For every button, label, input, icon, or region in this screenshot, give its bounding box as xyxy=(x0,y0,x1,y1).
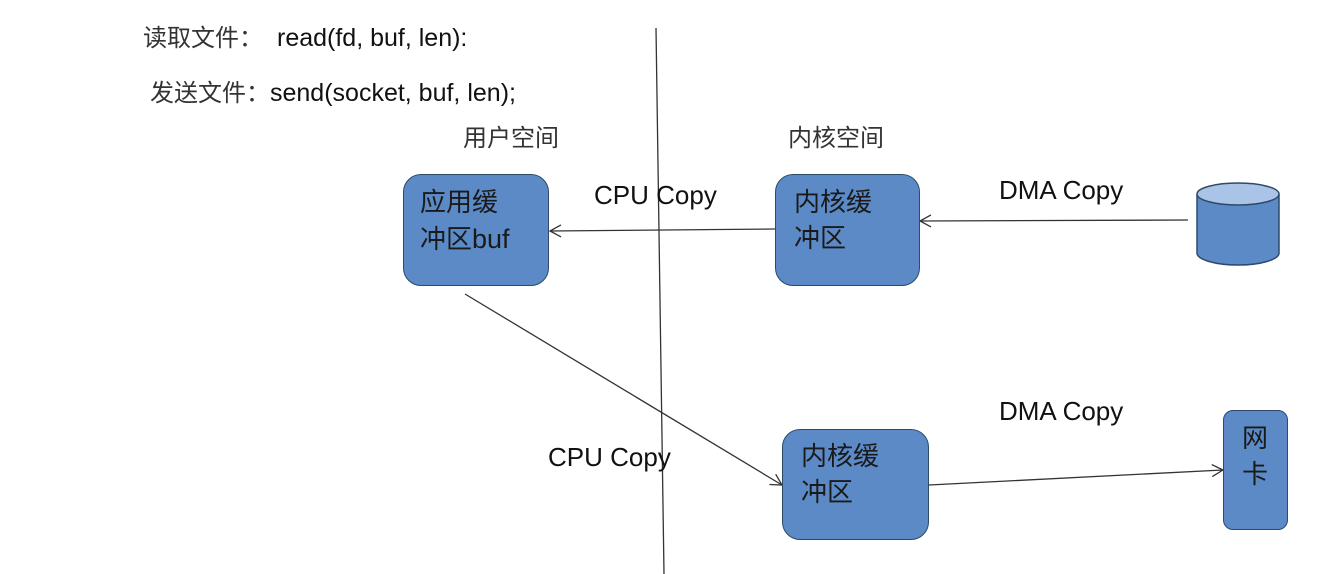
app-buffer-line1: 应用缓 xyxy=(420,188,499,218)
arrow-app-to-kernel-send xyxy=(464,293,784,486)
kernel-buffer-send-box: 内核缓 冲区 xyxy=(782,429,929,540)
user-kernel-boundary-line xyxy=(655,27,665,574)
nic-line2: 卡 xyxy=(1242,460,1269,490)
user-space-label: 用户空间 xyxy=(463,124,559,152)
app-buffer-line2: 冲区buf xyxy=(420,221,510,258)
kernel-buffer-read-line1: 内核缓 xyxy=(794,188,873,218)
read-dma-copy-label: DMA Copy xyxy=(999,175,1124,205)
kernel-buffer-send-line1: 内核缓 xyxy=(801,442,880,472)
arrow-kernel-to-app xyxy=(548,224,776,238)
read-cpu-copy-label: CPU Copy xyxy=(594,180,717,210)
nic-line1: 网 xyxy=(1242,424,1269,454)
arrow-disk-to-kernel xyxy=(918,214,1189,228)
read-file-line: 读取文件： read(fd, buf, len): xyxy=(143,18,467,53)
read-call: read(fd, buf, len): xyxy=(277,24,468,52)
nic-box: 网 卡 xyxy=(1223,410,1288,530)
disk-icon xyxy=(1196,182,1280,266)
app-buffer-box: 应用缓 冲区buf xyxy=(403,174,549,286)
send-dma-copy-label: DMA Copy xyxy=(999,396,1124,426)
kernel-buffer-read-line2: 冲区 xyxy=(794,224,847,254)
send-file-label: 发送文件： xyxy=(150,79,270,107)
kernel-buffer-read-box: 内核缓 冲区 xyxy=(775,174,920,286)
send-cpu-copy-label: CPU Copy xyxy=(548,442,671,472)
arrow-kernel-to-nic xyxy=(928,463,1225,486)
app-buffer-line2-cn: 冲区 xyxy=(420,225,473,255)
kernel-space-label: 内核空间 xyxy=(788,124,884,152)
read-file-label: 读取文件： xyxy=(143,24,263,52)
app-buffer-line2-latin: buf xyxy=(472,224,510,254)
send-file-line: 发送文件：send(socket, buf, len); xyxy=(150,73,516,108)
kernel-buffer-send-line2: 冲区 xyxy=(801,478,854,508)
send-call: send(socket, buf, len); xyxy=(270,79,516,107)
